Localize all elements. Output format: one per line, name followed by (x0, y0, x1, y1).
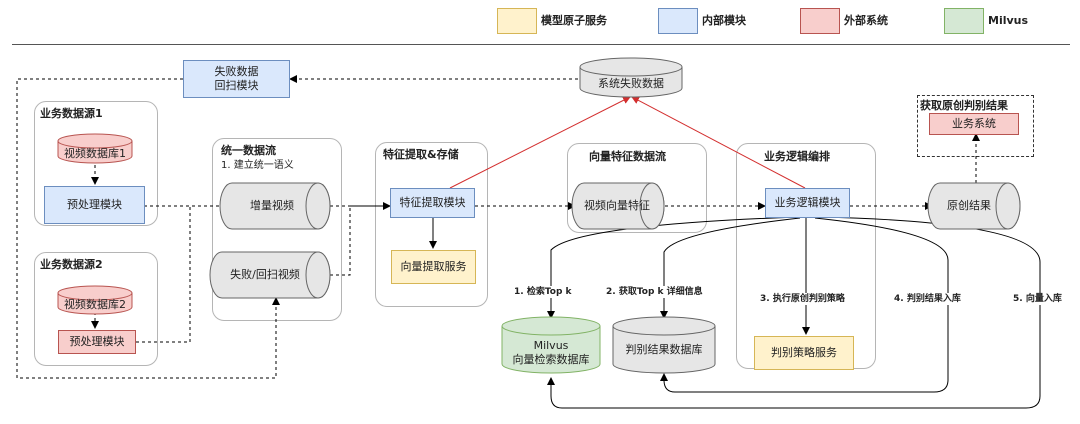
vector-stream-title: 向量特征数据流 (589, 150, 666, 163)
legend-label-milvus: Milvus (988, 14, 1029, 27)
source2-title: 业务数据源2 (40, 258, 103, 271)
biz-system-box: 业务系统 (929, 113, 1019, 135)
legend-label-internal: 内部模块 (702, 14, 746, 27)
logic-title: 业务逻辑编排 (764, 150, 830, 163)
edge-label-4: 4. 判别结果入库 (894, 293, 961, 305)
fail-rescan-module: 失败数据 回扫模块 (183, 60, 290, 98)
milvus-db-line2: 向量检索数据库 (512, 353, 590, 366)
legend-swatch-internal (658, 8, 698, 34)
orig-result-label: 原创结果 (947, 199, 991, 212)
edge-fail-to-feat (330, 205, 390, 276)
sys-fail-data-label: 系统失败数据 (598, 77, 664, 90)
legend-swatch-external (800, 8, 840, 34)
stream-subtitle: 1. 建立统一语义 (221, 160, 294, 171)
result-title: 获取原创判别结果 (920, 99, 1008, 112)
judge-db-shape (612, 326, 716, 374)
edge-label-3: 3. 执行原创判别策略 (760, 293, 845, 305)
source1-title: 业务数据源1 (40, 107, 103, 120)
preprocess2-box: 预处理模块 (58, 330, 136, 354)
edge-logic-to-judgedb-store (660, 217, 949, 393)
fail-rescan-line2: 回扫模块 (214, 79, 259, 92)
judge-service-box: 判别策略服务 (754, 336, 854, 370)
edge-feat-to-sysfail (449, 96, 631, 189)
legend-label-external: 外部系统 (844, 14, 888, 27)
edge-logic-to-sysfail (631, 96, 806, 189)
judge-db-label: 判别结果数据库 (625, 343, 703, 356)
preprocess1-box: 预处理模块 (44, 186, 145, 224)
video-vec-label: 视频向量特征 (584, 199, 650, 212)
milvus-db-label: Milvus 向量检索数据库 (502, 338, 600, 368)
legend-label-model: 模型原子服务 (541, 14, 607, 27)
milvus-db-line1: Milvus (533, 339, 569, 352)
edge-pre2-to-incr (136, 205, 232, 343)
fail-video-label: 失败/回扫视频 (230, 268, 300, 281)
feature-module-box: 特征提取模块 (390, 188, 475, 218)
legend-swatch-model (497, 8, 537, 34)
edge-logic-to-milvus-store (547, 216, 1041, 409)
feature-title: 特征提取&存储 (383, 148, 459, 161)
header-divider (12, 44, 1070, 45)
video-db2-label: 视频数据库2 (64, 298, 126, 311)
edge-logic-to-milvus (547, 216, 799, 319)
edge-logic-to-judgedb (660, 217, 801, 319)
video-db1-label: 视频数据库1 (64, 147, 126, 160)
legend-swatch-milvus (944, 8, 984, 34)
incr-video-label: 增量视频 (250, 199, 294, 212)
edge-label-1: 1. 检索Top k (514, 286, 572, 298)
fail-rescan-line1: 失败数据 (214, 65, 259, 78)
milvus-db-shape (501, 326, 601, 374)
edge-label-5: 5. 向量入库 (1013, 293, 1062, 305)
vector-service-box: 向量提取服务 (391, 250, 476, 284)
edge-rescan-to-fail (16, 78, 280, 379)
logic-module-box: 业务逻辑模块 (765, 188, 850, 218)
edge-label-2: 2. 获取Top k 详细信息 (606, 286, 703, 298)
stream-title: 统一数据流 (221, 144, 276, 157)
